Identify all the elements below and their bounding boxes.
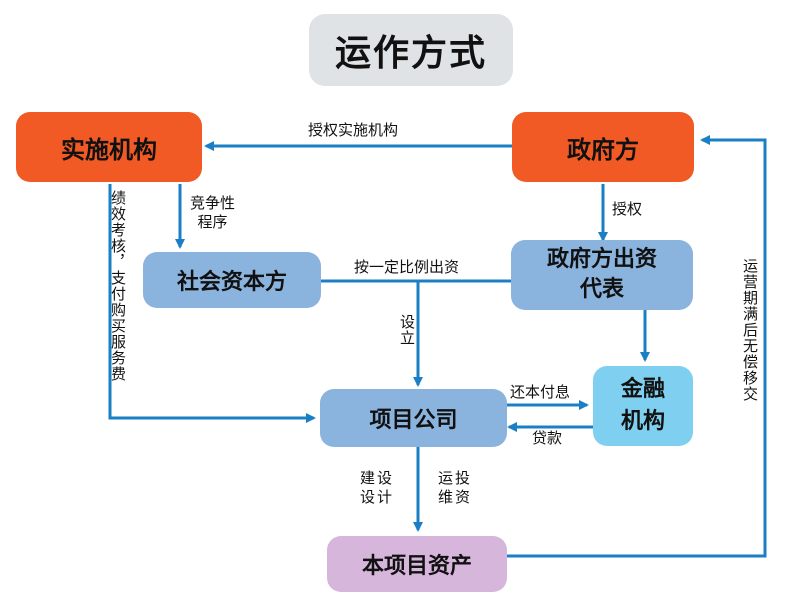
node-project-company-label: 项目公司: [369, 408, 458, 433]
node-government-label: 政府方: [567, 135, 639, 164]
edge-label-loan: 贷款: [532, 429, 563, 447]
edge-label-repay: 还本付息: [510, 383, 571, 401]
node-social-capital: 社会资本方: [143, 252, 321, 308]
node-gov-representative-label-1: 政府方出资: [546, 247, 657, 272]
node-gov-representative: 政府方出资 代表: [511, 240, 693, 310]
node-social-capital-label: 社会资本方: [176, 270, 287, 295]
node-implementing-agency-label: 实施机构: [61, 135, 157, 164]
edge-label-design-construct: 设计建设: [358, 470, 393, 508]
node-financial-institution: 金融 机构: [593, 366, 693, 446]
edge-label-competitive-procedure: 竞争性 程序: [190, 194, 236, 231]
node-government: 政府方: [512, 112, 694, 182]
node-financial-institution-label-1: 金融: [620, 377, 665, 402]
edge-label-invest-operate: 投资运维: [436, 470, 471, 508]
edge-label-invest-by-ratio: 按一定比例出资: [354, 258, 460, 276]
node-project-assets: 本项目资产: [327, 536, 507, 592]
arrow-performance: [108, 184, 316, 423]
node-implementing-agency: 实施机构: [16, 112, 202, 182]
node-financial-institution-label-2: 机构: [620, 409, 665, 434]
edge-label-establish: 设立: [398, 314, 416, 346]
node-project-company: 项目公司: [320, 389, 507, 447]
diagram-title-text: 运作方式: [334, 33, 487, 74]
arrow-transfer: [507, 135, 767, 558]
edge-label-authorize-implementing: 授权实施机构: [308, 121, 399, 139]
edge-label-performance-payment: 绩效考核，支付购买服务费: [109, 190, 127, 382]
node-gov-representative-label-2: 代表: [579, 277, 624, 302]
diagram-title: 运作方式: [309, 14, 513, 86]
edge-label-authorize: 授权: [612, 200, 643, 218]
node-project-assets-label: 本项目资产: [361, 554, 472, 579]
edge-label-transfer-free: 运营期满后无偿移交: [741, 258, 759, 402]
